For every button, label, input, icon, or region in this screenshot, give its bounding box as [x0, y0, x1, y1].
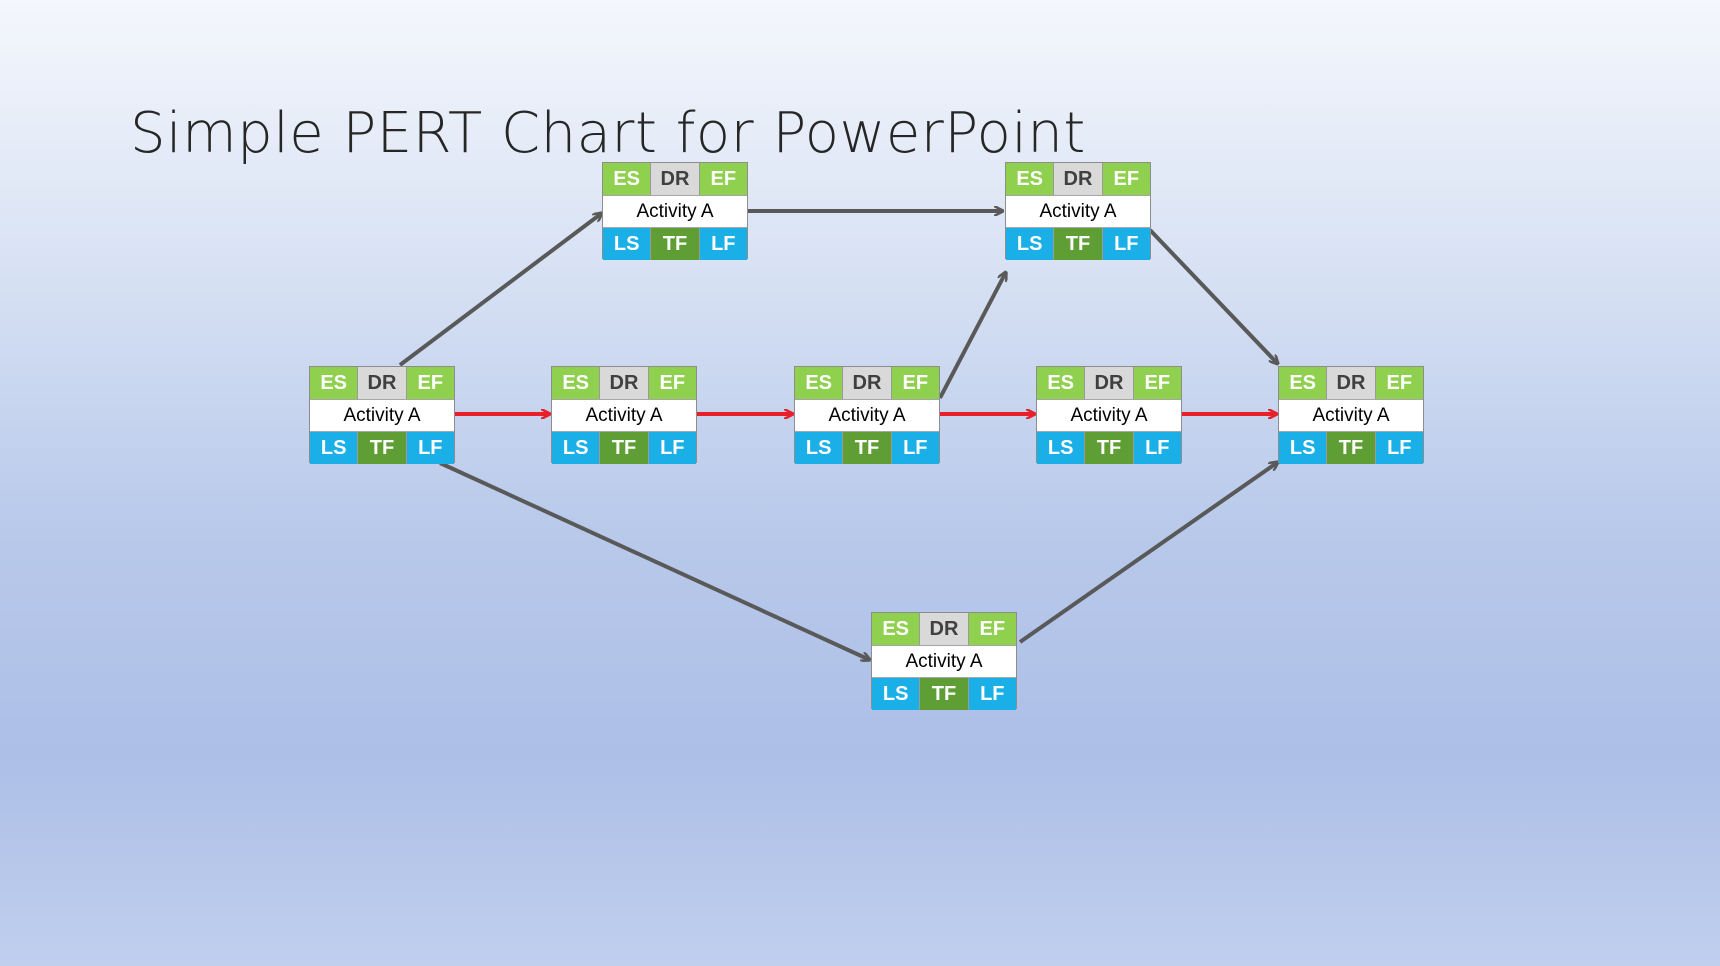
- ef-cell: EF: [968, 613, 1016, 645]
- early-row: ES DR EF: [552, 367, 696, 399]
- activity-row: Activity A: [795, 399, 939, 432]
- activity-node-2[interactable]: ES DR EF Activity A LS TF LF: [551, 366, 697, 464]
- ls-cell: LS: [603, 228, 652, 260]
- lf-cell: LF: [699, 228, 747, 260]
- ls-cell: LS: [310, 432, 359, 464]
- early-row: ES DR EF: [1037, 367, 1181, 399]
- activity-row: Activity A: [1279, 399, 1423, 432]
- late-row: LS TF LF: [1279, 432, 1423, 464]
- es-cell: ES: [552, 367, 601, 399]
- ef-cell: EF: [1102, 163, 1150, 195]
- late-row: LS TF LF: [1037, 432, 1181, 464]
- tf-cell: TF: [1327, 432, 1376, 464]
- lf-cell: LF: [648, 432, 696, 464]
- dr-cell: DR: [1054, 163, 1103, 195]
- early-row: ES DR EF: [795, 367, 939, 399]
- activity-node-3[interactable]: ES DR EF Activity A LS TF LF: [794, 366, 940, 464]
- late-row: LS TF LF: [1006, 228, 1150, 260]
- dr-cell: DR: [843, 367, 892, 399]
- tf-cell: TF: [920, 678, 969, 710]
- es-cell: ES: [795, 367, 844, 399]
- es-cell: ES: [310, 367, 359, 399]
- late-row: LS TF LF: [872, 678, 1016, 710]
- es-cell: ES: [1006, 163, 1055, 195]
- activity-label: Activity A: [1312, 404, 1390, 426]
- activity-row: Activity A: [872, 645, 1016, 678]
- activity-row: Activity A: [1037, 399, 1181, 432]
- ls-cell: LS: [1279, 432, 1328, 464]
- activity-label: Activity A: [1039, 200, 1117, 222]
- activity-node-6[interactable]: ES DR EF Activity A LS TF LF: [602, 162, 748, 260]
- connector-n1-n8: [439, 461, 870, 660]
- dr-cell: DR: [358, 367, 407, 399]
- early-row: ES DR EF: [603, 163, 747, 195]
- connector-n3-n7: [938, 272, 1008, 399]
- tf-cell: TF: [600, 432, 649, 464]
- es-cell: ES: [1279, 367, 1328, 399]
- ls-cell: LS: [872, 678, 921, 710]
- early-row: ES DR EF: [1279, 367, 1423, 399]
- activity-label: Activity A: [828, 404, 906, 426]
- early-row: ES DR EF: [872, 613, 1016, 645]
- tf-cell: TF: [1085, 432, 1134, 464]
- activity-label: Activity A: [343, 404, 421, 426]
- activity-label: Activity A: [1070, 404, 1148, 426]
- activity-row: Activity A: [310, 399, 454, 432]
- dr-cell: DR: [651, 163, 700, 195]
- activity-label: Activity A: [585, 404, 663, 426]
- tf-cell: TF: [651, 228, 700, 260]
- activity-row: Activity A: [1006, 195, 1150, 228]
- tf-cell: TF: [358, 432, 407, 464]
- lf-cell: LF: [1133, 432, 1181, 464]
- late-row: LS TF LF: [552, 432, 696, 464]
- activity-node-5[interactable]: ES DR EF Activity A LS TF LF: [1278, 366, 1424, 464]
- late-row: LS TF LF: [310, 432, 454, 464]
- es-cell: ES: [872, 613, 921, 645]
- late-row: LS TF LF: [603, 228, 747, 260]
- late-row: LS TF LF: [795, 432, 939, 464]
- ls-cell: LS: [795, 432, 844, 464]
- es-cell: ES: [1037, 367, 1086, 399]
- ef-cell: EF: [1375, 367, 1423, 399]
- dr-cell: DR: [600, 367, 649, 399]
- lf-cell: LF: [406, 432, 454, 464]
- tf-cell: TF: [1054, 228, 1103, 260]
- dr-cell: DR: [1327, 367, 1376, 399]
- connector-n7-n5: [1148, 228, 1278, 364]
- ls-cell: LS: [552, 432, 601, 464]
- es-cell: ES: [603, 163, 652, 195]
- early-row: ES DR EF: [1006, 163, 1150, 195]
- ef-cell: EF: [648, 367, 696, 399]
- lf-cell: LF: [891, 432, 939, 464]
- slide-title: Simple PERT Chart for PowerPoint: [130, 101, 1086, 166]
- tf-cell: TF: [843, 432, 892, 464]
- ef-cell: EF: [891, 367, 939, 399]
- dr-cell: DR: [920, 613, 969, 645]
- ls-cell: LS: [1006, 228, 1055, 260]
- connector-n1-n6: [398, 213, 602, 367]
- lf-cell: LF: [1375, 432, 1423, 464]
- activity-label: Activity A: [636, 200, 714, 222]
- ef-cell: EF: [1133, 367, 1181, 399]
- ls-cell: LS: [1037, 432, 1086, 464]
- connector-n8-n5: [1018, 462, 1278, 644]
- early-row: ES DR EF: [310, 367, 454, 399]
- activity-node-4[interactable]: ES DR EF Activity A LS TF LF: [1036, 366, 1182, 464]
- activity-node-1[interactable]: ES DR EF Activity A LS TF LF: [309, 366, 455, 464]
- ef-cell: EF: [699, 163, 747, 195]
- activity-row: Activity A: [552, 399, 696, 432]
- activity-label: Activity A: [905, 650, 983, 672]
- lf-cell: LF: [968, 678, 1016, 710]
- ef-cell: EF: [406, 367, 454, 399]
- lf-cell: LF: [1102, 228, 1150, 260]
- activity-node-8[interactable]: ES DR EF Activity A LS TF LF: [871, 612, 1017, 710]
- activity-row: Activity A: [603, 195, 747, 228]
- dr-cell: DR: [1085, 367, 1134, 399]
- activity-node-7[interactable]: ES DR EF Activity A LS TF LF: [1005, 162, 1151, 260]
